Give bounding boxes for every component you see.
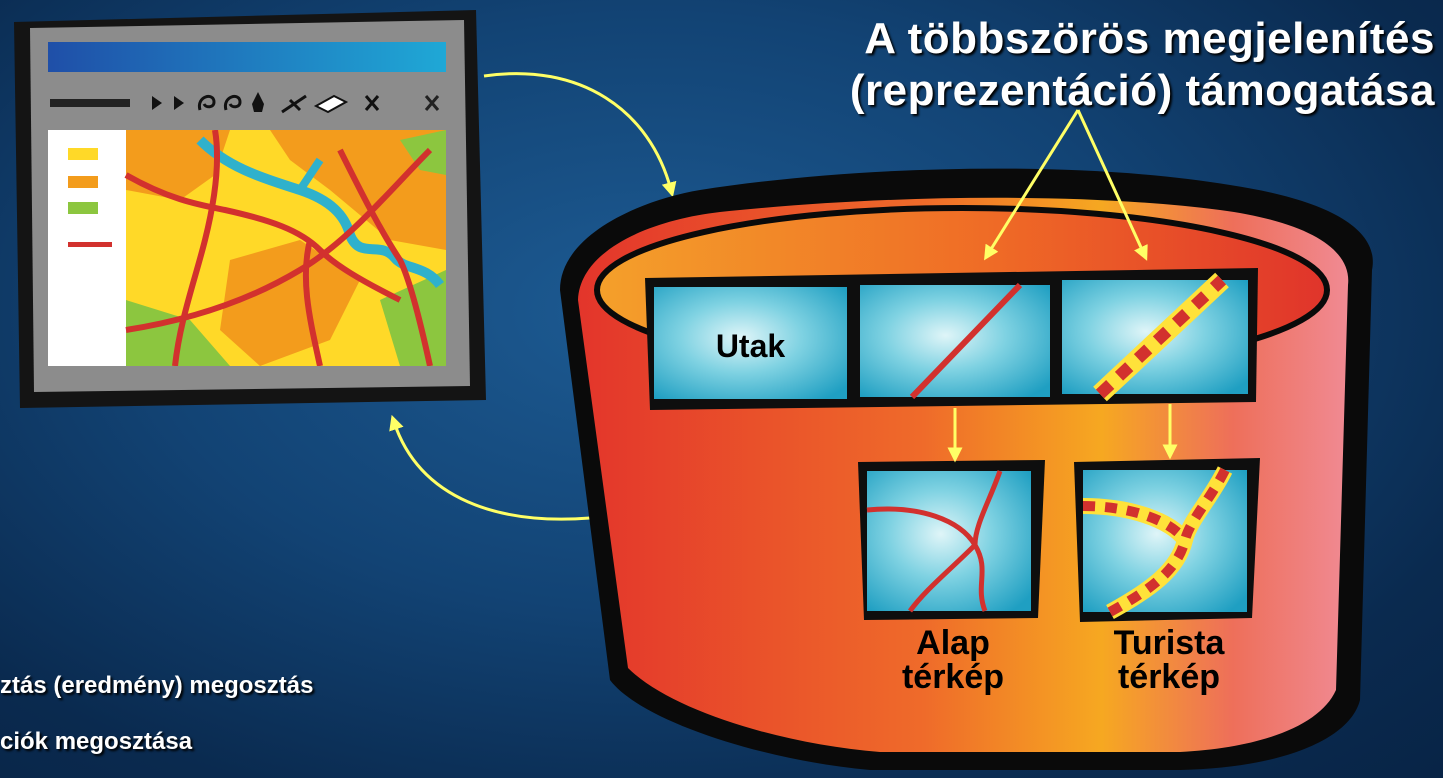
map-canvas xyxy=(124,130,446,366)
arrow-pointer-icon xyxy=(174,96,184,110)
toolbar-slider xyxy=(50,99,130,107)
map-label-alap-line2: térkép xyxy=(901,658,1005,696)
title-line-1: A többszörös megjelenítés xyxy=(864,14,1435,63)
row-label-utak: Utak xyxy=(715,328,786,364)
eraser-icon xyxy=(313,94,349,114)
map-label-turista-line1: Turista xyxy=(1113,624,1225,662)
map-label-alap: Alap térkép xyxy=(858,626,1048,694)
toolbar xyxy=(50,92,440,114)
bullet-line-2: ciók megosztása xyxy=(0,728,193,755)
tile-red-road xyxy=(860,282,1050,400)
legend-swatch-yellow xyxy=(68,148,98,160)
arrow-pointer-icon xyxy=(152,96,162,110)
map-alap-tile xyxy=(858,460,1045,620)
title-arrow-left xyxy=(984,109,1080,261)
title-line-2: (reprezentáció) támogatása xyxy=(849,66,1435,115)
map-label-turista-line2: térkép xyxy=(1117,658,1221,696)
map-label-turista: Turista térkép xyxy=(1074,626,1264,694)
map-turista-tile xyxy=(1074,458,1260,622)
window-title-bar xyxy=(48,42,446,72)
representation-row xyxy=(645,268,1258,410)
eraser-icon xyxy=(364,95,380,111)
map-window-icon xyxy=(14,10,486,408)
sync-arrow-to-window xyxy=(389,414,591,521)
bullet-line-1: ztás (eredmény) megosztás xyxy=(0,672,314,699)
sync-arrow-to-database xyxy=(483,72,677,198)
map-legend xyxy=(48,130,126,366)
lasso-icon xyxy=(197,94,216,111)
pen-icon xyxy=(252,92,264,112)
tile-utak xyxy=(654,287,847,399)
lasso-icon xyxy=(223,94,242,111)
legend-swatch-road xyxy=(68,242,112,247)
title-arrow-right xyxy=(1076,109,1148,261)
tile-dashed-road xyxy=(1062,272,1248,402)
legend-swatch-green xyxy=(68,202,98,214)
close-icon xyxy=(424,95,440,111)
pen-icon xyxy=(281,94,307,114)
map-label-alap-line1: Alap xyxy=(916,624,990,662)
legend-swatch-orange xyxy=(68,176,98,188)
